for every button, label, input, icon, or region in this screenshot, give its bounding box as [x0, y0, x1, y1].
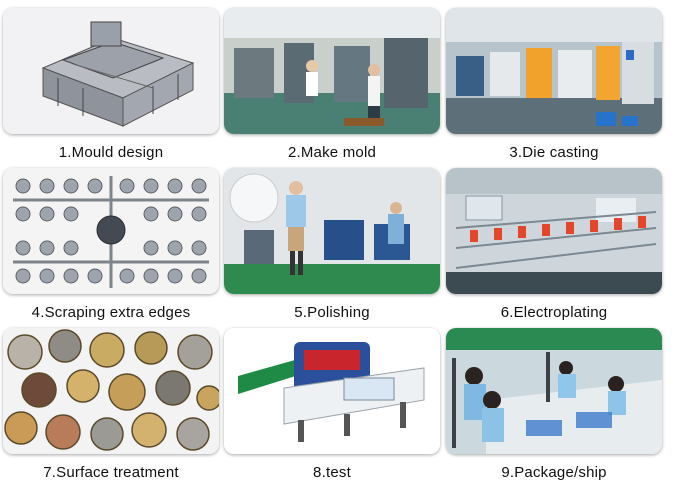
step-6-label: 6.Electroplating [500, 304, 608, 321]
electroplating-photo [446, 168, 662, 294]
die-casting-photo [446, 8, 662, 134]
step-8-label: 8.test [313, 464, 351, 481]
mould-design-photo [3, 8, 219, 134]
step-4-label: 4.Scraping extra edges [31, 304, 191, 321]
scraping-edges-photo [3, 168, 219, 294]
surface-treatment-photo [3, 328, 219, 454]
step-3-label: 3.Die casting [509, 144, 599, 161]
step-5-label: 5.Polishing [294, 304, 370, 321]
step-1-label: 1.Mould design [58, 144, 164, 161]
metal-detector-test-photo [224, 328, 440, 454]
make-mold-photo [224, 8, 440, 134]
step-2-label: 2.Make mold [287, 144, 377, 161]
polishing-photo [224, 168, 440, 294]
step-9-label: 9.Package/ship [501, 464, 607, 481]
package-ship-photo [446, 328, 662, 454]
step-7-label: 7.Surface treatment [43, 464, 179, 481]
